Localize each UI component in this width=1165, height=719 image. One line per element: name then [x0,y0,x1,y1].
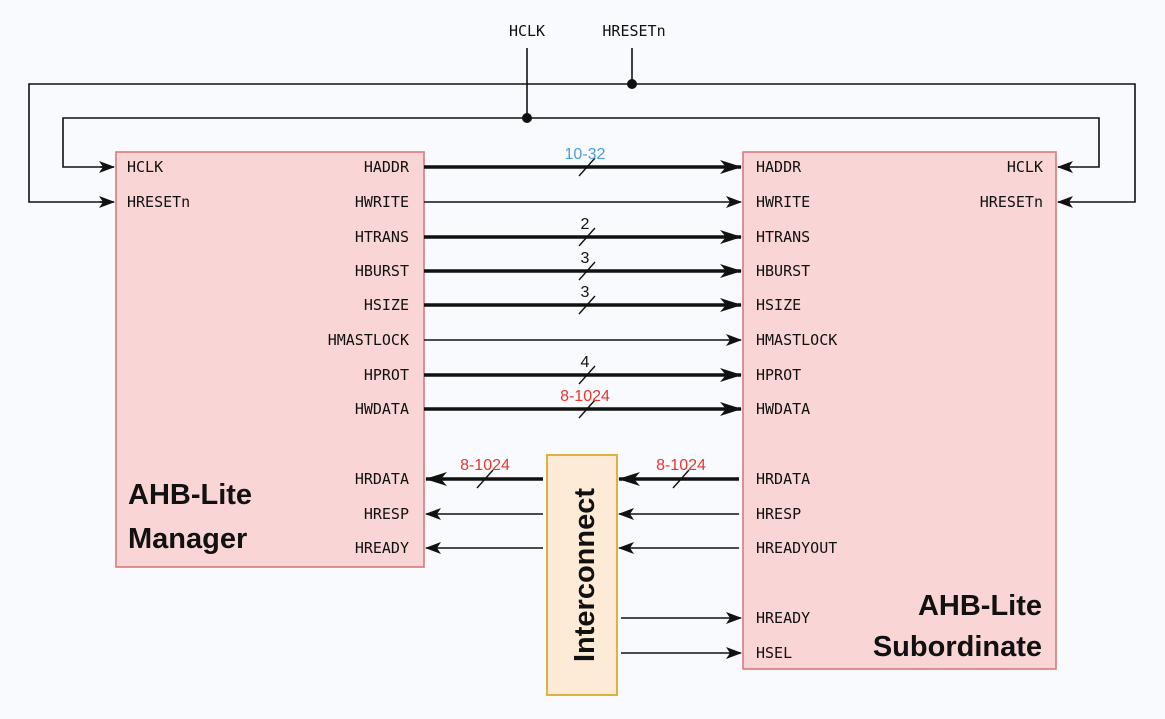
manager-port-hsize: HSIZE [364,296,409,314]
manager-port-hwrite: HWRITE [355,193,409,211]
subordinate-port-hsize: HSIZE [756,296,801,314]
bus-slash-haddr [578,157,596,177]
bus-width-hburst: 3 [581,250,590,267]
bus-width-hprot: 4 [581,354,590,371]
manager-port-hresp: HRESP [364,505,409,523]
subordinate-port-htrans: HTRANS [756,228,810,246]
subordinate-port-hburst: HBURST [756,262,810,280]
bus-slash-hwdata [578,399,596,419]
subordinate-input-hresetn: HRESETn [980,193,1043,211]
subordinate-port-haddr: HADDR [756,158,802,176]
manager-output-ports: HADDR HWRITE HTRANS HBURST HSIZE HMASTLOCK HPR… [328,158,410,418]
interconnect-block [546,454,618,696]
bus-width-hrdata-subordinate: 8-1024 [656,457,706,474]
bus-width-hsize: 3 [581,284,590,301]
manager-title-line1: AHB-Lite [128,479,252,511]
subordinate-port-hresp: HRESP [756,505,801,523]
global-hclk-label: HCLK [509,22,545,40]
bus-slash-hrdata-subordinate [672,469,690,489]
subordinate-input-hclk: HCLK [1007,158,1043,176]
manager-input-hresetn: HRESETn [127,193,190,211]
manager-port-haddr: HADDR [364,158,410,176]
manager-port-hburst: HBURST [355,262,409,280]
subordinate-port-hwrite: HWRITE [756,193,810,211]
bus-slash-htrans [578,227,596,247]
interconnect-label: Interconnect [569,488,601,662]
manager-block [115,151,425,568]
subordinate-select-ports: HREADY HSEL [756,609,810,662]
signal-wires: 10-32 2 3 3 4 8-1024 8-1024 8-1024 [424,146,742,659]
manager-return-ports: HRDATA HRESP HREADY [355,470,409,557]
subordinate-title-line2: Subordinate [873,631,1042,663]
manager-input-hclk: HCLK [127,158,163,176]
manager-port-hready: HREADY [355,539,409,557]
subordinate-port-hreadyout: HREADYOUT [756,539,837,557]
subordinate-port-hwdata: HWDATA [756,400,810,418]
manager-port-hwdata: HWDATA [355,400,409,418]
bus-slash-hrdata-manager [476,469,494,489]
bus-slash-hprot [578,365,596,385]
subordinate-block [742,151,1057,670]
manager-port-hprot: HPROT [364,366,409,384]
bus-width-hrdata-manager: 8-1024 [460,457,510,474]
manager-port-hrdata: HRDATA [355,470,409,488]
bus-width-hwdata: 8-1024 [560,388,610,405]
subordinate-port-hmastlock: HMASTLOCK [756,331,837,349]
subordinate-port-hrdata: HRDATA [756,470,810,488]
bus-width-htrans: 2 [581,216,590,233]
bus-slash-hburst [578,261,596,281]
subordinate-port-hsel: HSEL [756,644,792,662]
manager-port-hmastlock: HMASTLOCK [328,331,409,349]
bus-width-haddr: 10-32 [565,146,606,163]
hresetn-distribution-wire [28,48,1136,203]
subordinate-title-line1: AHB-Lite [918,590,1042,622]
subordinate-port-hready: HREADY [756,609,810,627]
subordinate-port-hprot: HPROT [756,366,801,384]
bus-slash-hsize [578,295,596,315]
subordinate-output-ports: HRDATA HRESP HREADYOUT [756,470,837,557]
manager-port-htrans: HTRANS [355,228,409,246]
manager-title-line2: Manager [128,523,247,555]
subordinate-input-ports: HADDR HWRITE HTRANS HBURST HSIZE HMASTLOCK HPR… [756,158,837,418]
global-hresetn-label: HRESETn [602,22,665,40]
hclk-distribution-wire [62,48,1100,168]
